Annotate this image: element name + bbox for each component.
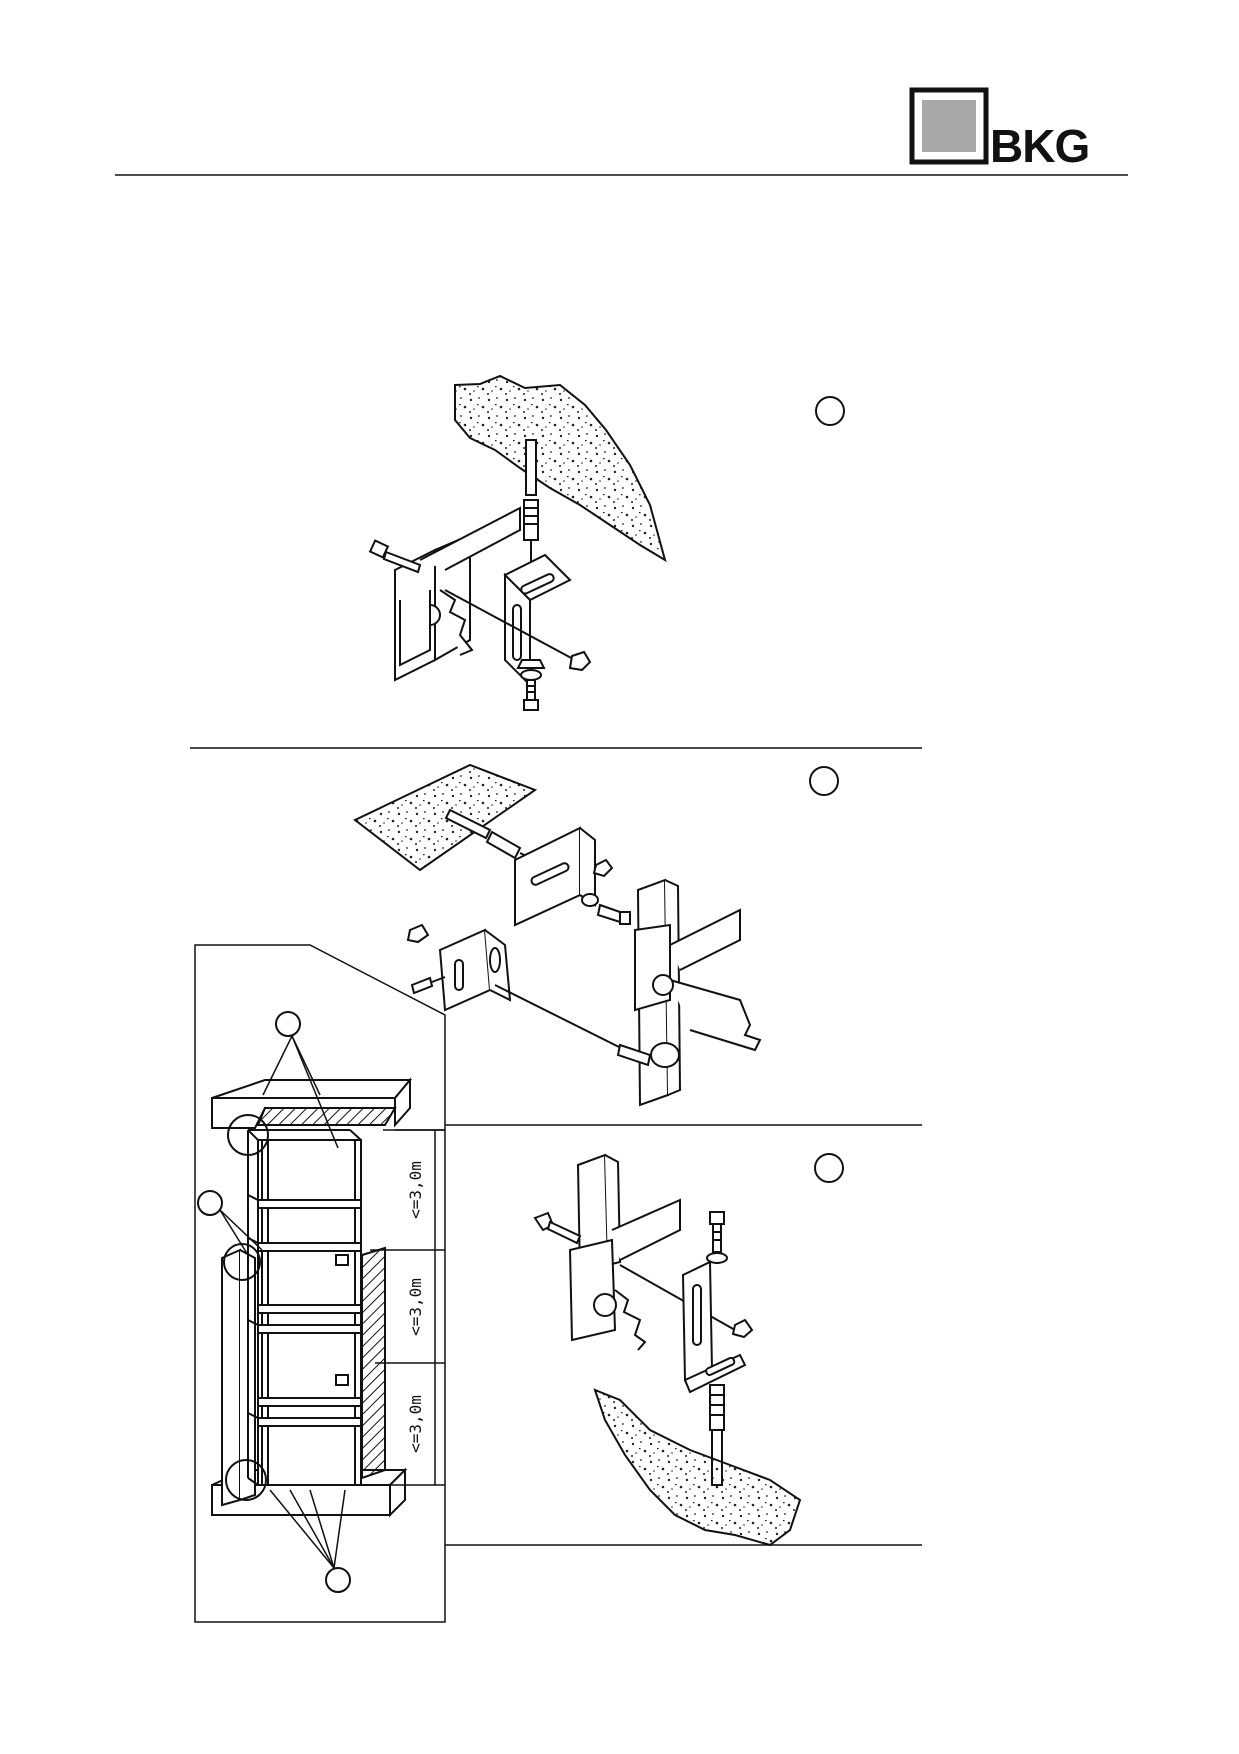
rack-bottom-callout <box>325 1567 351 1593</box>
panel-floor-mount <box>533 1153 844 1547</box>
panel-wall-mount <box>353 763 839 1107</box>
wall-concrete <box>353 763 538 872</box>
floor-anchor <box>709 1384 725 1486</box>
ceiling-anchor <box>523 439 539 575</box>
screw-bottom <box>516 659 546 711</box>
svg-text:<=3,0m: <=3,0m <box>406 1161 425 1219</box>
detail-ring-bottom <box>225 1459 267 1501</box>
dim-label-top: <=3,0m <box>406 1161 425 1219</box>
svg-text:<=3,0m: <=3,0m <box>406 1278 425 1336</box>
dim-label-bottom: <=3,0m <box>406 1395 425 1453</box>
panel-ceiling-mount <box>368 374 845 711</box>
floor-bracket <box>681 1260 754 1394</box>
ceiling-concrete <box>454 374 667 563</box>
assembly-line-1 <box>444 589 576 661</box>
assembly-line-3 <box>619 1264 736 1331</box>
corner-bracket <box>406 923 512 1012</box>
overview-panel <box>194 944 446 1623</box>
bolt-upper-left <box>533 1211 582 1245</box>
dim-label-middle: <=3,0m <box>406 1278 425 1336</box>
logo-grey-square <box>922 100 976 152</box>
bkg-logo: BKG <box>909 87 1090 172</box>
nut-washer <box>581 858 631 925</box>
rack-profile-top <box>394 506 521 682</box>
bolt-left <box>368 539 422 574</box>
rack-profile-bottom <box>568 1153 681 1351</box>
dimension-chain <box>370 1129 445 1486</box>
logo-text: BKG <box>990 120 1089 172</box>
floor-concrete <box>593 1388 802 1547</box>
panel-2-callout <box>809 766 839 796</box>
screw-top <box>706 1211 728 1264</box>
ceiling-slab <box>211 1077 413 1129</box>
detail-ring-top <box>227 1114 269 1156</box>
header: BKG <box>115 87 1128 176</box>
nut-right <box>568 650 592 672</box>
rack-profile-middle <box>616 878 762 1107</box>
panel-3-callout <box>814 1153 844 1183</box>
panel-1-callout <box>815 396 845 426</box>
svg-text:<=3,0m: <=3,0m <box>406 1395 425 1453</box>
assembly-line-2 <box>494 984 626 1051</box>
side-wall <box>221 1248 256 1507</box>
rack-top-callout <box>275 1011 301 1037</box>
rack-frame <box>247 1129 362 1486</box>
overview-frame <box>194 944 446 1623</box>
slotted-bracket <box>514 826 596 927</box>
rack-middle-callout <box>197 1190 223 1216</box>
